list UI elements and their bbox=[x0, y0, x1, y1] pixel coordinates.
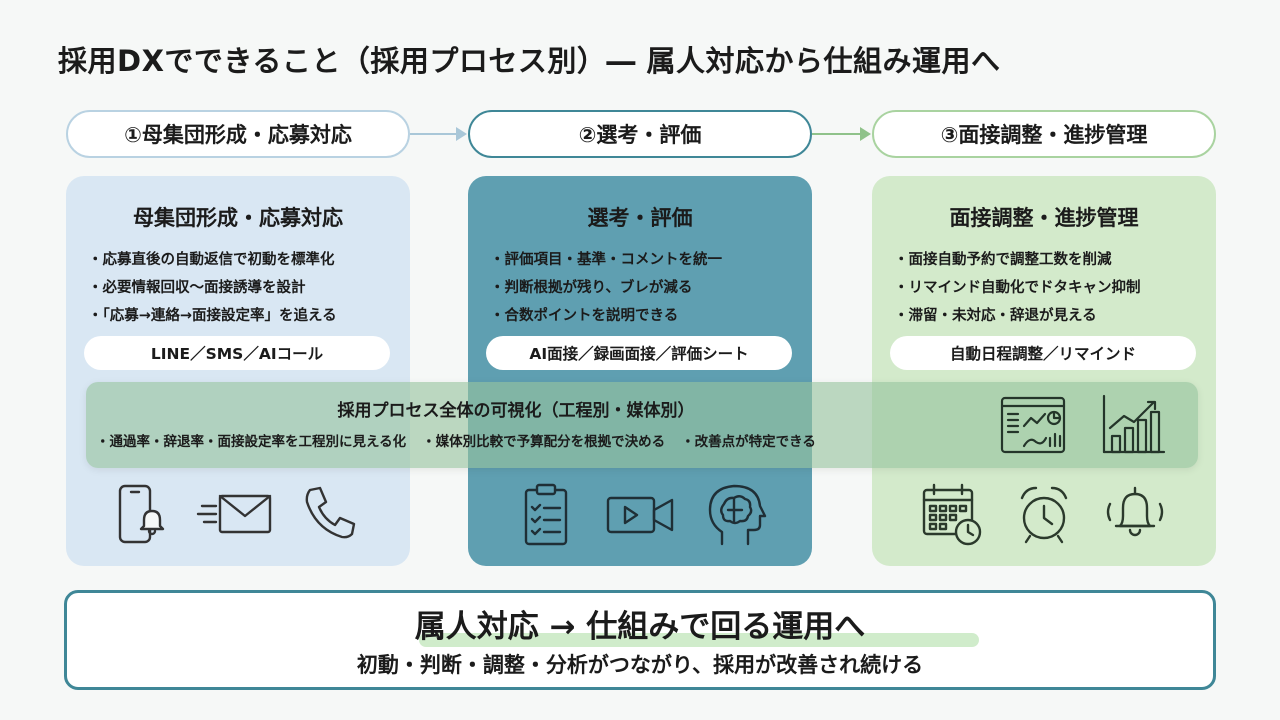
bullet-item: リマインド自動化でドタキャン抑制 bbox=[894, 274, 1206, 302]
tool-label: LINE／SMS／AIコール bbox=[84, 336, 390, 370]
tool-label: AI面接／録画面接／評価シート bbox=[486, 336, 792, 370]
clipboard-checklist-icon bbox=[524, 483, 568, 546]
calendar-clock-icon bbox=[922, 483, 982, 546]
card-bullets: 面接自動予約で調整工数を削減 リマインド自動化でドタキャン抑制 滞留・未対応・辞… bbox=[894, 246, 1206, 330]
band-bullet-item: 通過率・辞退率・面接設定率を工程別に見える化 bbox=[96, 430, 407, 450]
band-title: 採用プロセス全体の可視化（工程別・媒体別） bbox=[337, 401, 695, 421]
card-title: 母集団形成・応募対応 bbox=[133, 206, 343, 230]
card-title: 選考・評価 bbox=[587, 206, 693, 230]
brain-head-icon bbox=[708, 484, 767, 546]
band-bullet-item: 改善点が特定できる bbox=[681, 430, 816, 450]
conclusion-main: 属人対応 → 仕組みで回る運用へ bbox=[414, 609, 866, 645]
dashboard-icon bbox=[1000, 396, 1066, 454]
bullet-item: 面接自動予約で調整工数を削減 bbox=[894, 246, 1206, 274]
arrow-right-icon bbox=[456, 127, 467, 141]
bar-chart-icon bbox=[1102, 394, 1166, 454]
conclusion-box: 属人対応 → 仕組みで回る運用へ 初動・判断・調整・分析がつながり、採用が改善さ… bbox=[64, 590, 1216, 690]
telephone-icon bbox=[305, 486, 356, 539]
visualization-band: 採用プロセス全体の可視化（工程別・媒体別） 通過率・辞退率・面接設定率を工程別に… bbox=[86, 382, 1198, 468]
bullet-item: 判断根拠が残り、ブレが減る bbox=[490, 274, 802, 302]
arrow-right-icon bbox=[860, 127, 871, 141]
step-connector-2 bbox=[812, 133, 862, 135]
bullet-item: 滞留・未対応・辞退が見える bbox=[894, 302, 1206, 330]
step-connector-1 bbox=[410, 133, 458, 135]
card-icon-row bbox=[872, 482, 1216, 552]
band-bullet-item: 媒体別比較で予算配分を根拠で決める bbox=[422, 430, 666, 450]
bullet-item: 応募直後の自動返信で初動を標準化 bbox=[88, 246, 400, 274]
card-bullets: 応募直後の自動返信で初動を標準化 必要情報回収〜面接誘導を設計 「応募→連絡→面… bbox=[88, 246, 400, 330]
bullet-item: 「応募→連絡→面接設定率」を追える bbox=[88, 302, 400, 330]
card-icon-row bbox=[66, 482, 410, 552]
alarm-clock-icon bbox=[1020, 486, 1068, 544]
highlight-mark bbox=[419, 633, 979, 647]
card-scheduling: 面接調整・進捗管理 面接自動予約で調整工数を削減 リマインド自動化でドタキャン抑… bbox=[872, 176, 1216, 566]
step-pill-2: ②選考・評価 bbox=[468, 110, 812, 158]
bullet-item: 評価項目・基準・コメントを統一 bbox=[490, 246, 802, 274]
bell-icon bbox=[1106, 486, 1164, 537]
step-pill-1: ①母集団形成・応募対応 bbox=[66, 110, 410, 158]
card-bullets: 評価項目・基準・コメントを統一 判断根拠が残り、ブレが減る 合数ポイントを説明で… bbox=[490, 246, 802, 330]
page-title: 採用DXでできること（採用プロセス別）― 属人対応から仕組み運用へ bbox=[58, 44, 1001, 78]
email-icon bbox=[196, 494, 272, 534]
card-sourcing: 母集団形成・応募対応 応募直後の自動返信で初動を標準化 必要情報回収〜面接誘導を… bbox=[66, 176, 410, 566]
card-icon-row bbox=[468, 482, 812, 552]
card-screening: 選考・評価 評価項目・基準・コメントを統一 判断根拠が残り、ブレが減る 合数ポイ… bbox=[468, 176, 812, 566]
step-pill-3: ③面接調整・進捗管理 bbox=[872, 110, 1216, 158]
video-camera-icon bbox=[606, 496, 674, 534]
bullet-item: 合数ポイントを説明できる bbox=[490, 302, 802, 330]
phone-bell-icon bbox=[118, 484, 165, 544]
tool-label: 自動日程調整／リマインド bbox=[890, 336, 1196, 370]
card-title: 面接調整・進捗管理 bbox=[949, 206, 1139, 230]
bullet-item: 必要情報回収〜面接誘導を設計 bbox=[88, 274, 400, 302]
conclusion-sub: 初動・判断・調整・分析がつながり、採用が改善され続ける bbox=[356, 653, 924, 677]
band-bullets: 通過率・辞退率・面接設定率を工程別に見える化 媒体別比較で予算配分を根拠で決める… bbox=[96, 430, 1016, 450]
